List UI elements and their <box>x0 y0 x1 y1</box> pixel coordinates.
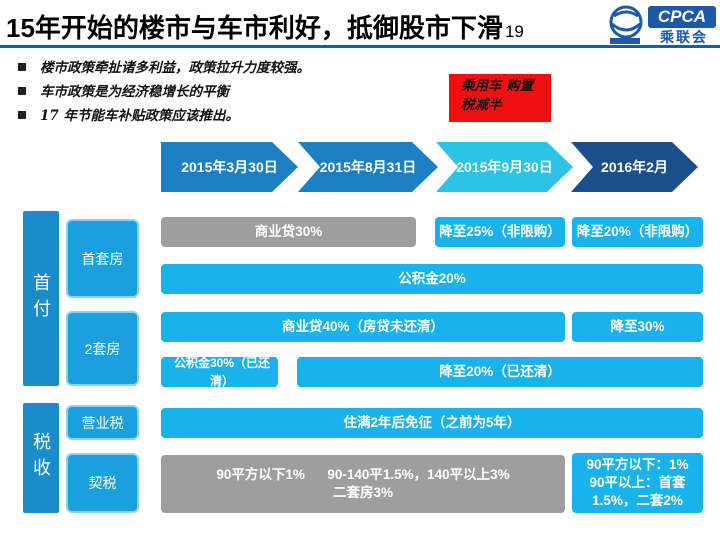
group-tax: 税收 <box>23 403 59 513</box>
row-deed-tax: 契税 <box>66 453 139 513</box>
timeline-step-3: 2015年9月30日 <box>436 142 573 192</box>
group-down-payment-label: 首付 <box>31 272 51 325</box>
timeline-step-4: 2016年2月 <box>571 142 698 192</box>
bullet-square-icon <box>18 63 26 71</box>
purchase-tax-highlight: 乘用车 购置税减半 <box>449 74 551 122</box>
page-number: 19 <box>504 22 524 41</box>
bullet-text: 楼市政策牵扯诸多利益，政策拉升力度较强。 <box>40 60 310 76</box>
first-home-cut-25-bar: 降至25%（非限购） <box>435 217 565 247</box>
row-business-tax: 营业税 <box>66 405 139 440</box>
cpca-chinese-name: 乘联会 <box>660 29 708 45</box>
title-year: 15 <box>6 13 35 43</box>
group-down-payment: 首付 <box>23 211 59 386</box>
deed-tax-before-line: 二套房3% <box>332 485 393 500</box>
cpca-globe-logo-icon <box>604 2 648 46</box>
deed-tax-before-line: 90平方以下1% 90-140平1.5%，140平以上3% <box>216 467 510 482</box>
business-tax-bar: 住满2年后免征（之前为5年） <box>161 408 703 438</box>
deed-tax-after-line: 1.5%，二套2% <box>592 493 683 508</box>
first-home-commercial-bar: 商业贷30% <box>161 217 416 247</box>
timeline-step-2: 2015年8月31日 <box>298 142 438 192</box>
second-home-cut-20-bar: 降至20%（已还清） <box>297 357 703 387</box>
bullet-item: 车市政策是为经济稳增长的平衡 <box>18 82 438 102</box>
title-rule <box>0 45 720 48</box>
bullet-square-icon <box>18 87 26 95</box>
second-home-fund-bar: 公积金30%（已还清） <box>161 356 278 388</box>
deed-tax-after-line: 90平以上：首套 <box>589 475 686 490</box>
deed-tax-after-line: 90平方以下：1% <box>586 457 689 472</box>
cpca-brand: CPCA <box>648 6 716 28</box>
bullet-square-icon <box>18 111 26 119</box>
cpca-logo: CPCA 乘联会 <box>604 2 716 46</box>
bullet-item: 楼市政策牵扯诸多利益，政策拉升力度较强。 <box>18 58 438 78</box>
row-first-home: 首套房 <box>66 219 139 298</box>
timeline-step-1: 2015年3月30日 <box>161 142 298 192</box>
second-home-commercial-bar: 商业贷40%（房贷未还清） <box>161 312 565 342</box>
title-text: 年开始的楼市与车市利好，抵御股市下滑 <box>34 14 503 44</box>
group-tax-label: 税收 <box>31 432 51 484</box>
first-home-fund-bar: 公积金20% <box>161 264 703 294</box>
bullet-text: 17 年节能车补贴政策应该推出。 <box>40 108 239 124</box>
deed-tax-before-bar: 90平方以下1% 90-140平1.5%，140平以上3% 二套房3% <box>161 455 565 513</box>
second-home-cut-30-bar: 降至30% <box>572 312 703 342</box>
row-second-home: 2套房 <box>66 311 139 386</box>
deed-tax-after-bar: 90平方以下：1% 90平以上：首套 1.5%，二套2% <box>572 453 703 513</box>
bullet-text: 车市政策是为经济稳增长的平衡 <box>40 84 229 100</box>
first-home-cut-20-bar: 降至20%（非限购） <box>572 217 703 247</box>
bullet-item: 17 年节能车补贴政策应该推出。 <box>18 106 438 126</box>
